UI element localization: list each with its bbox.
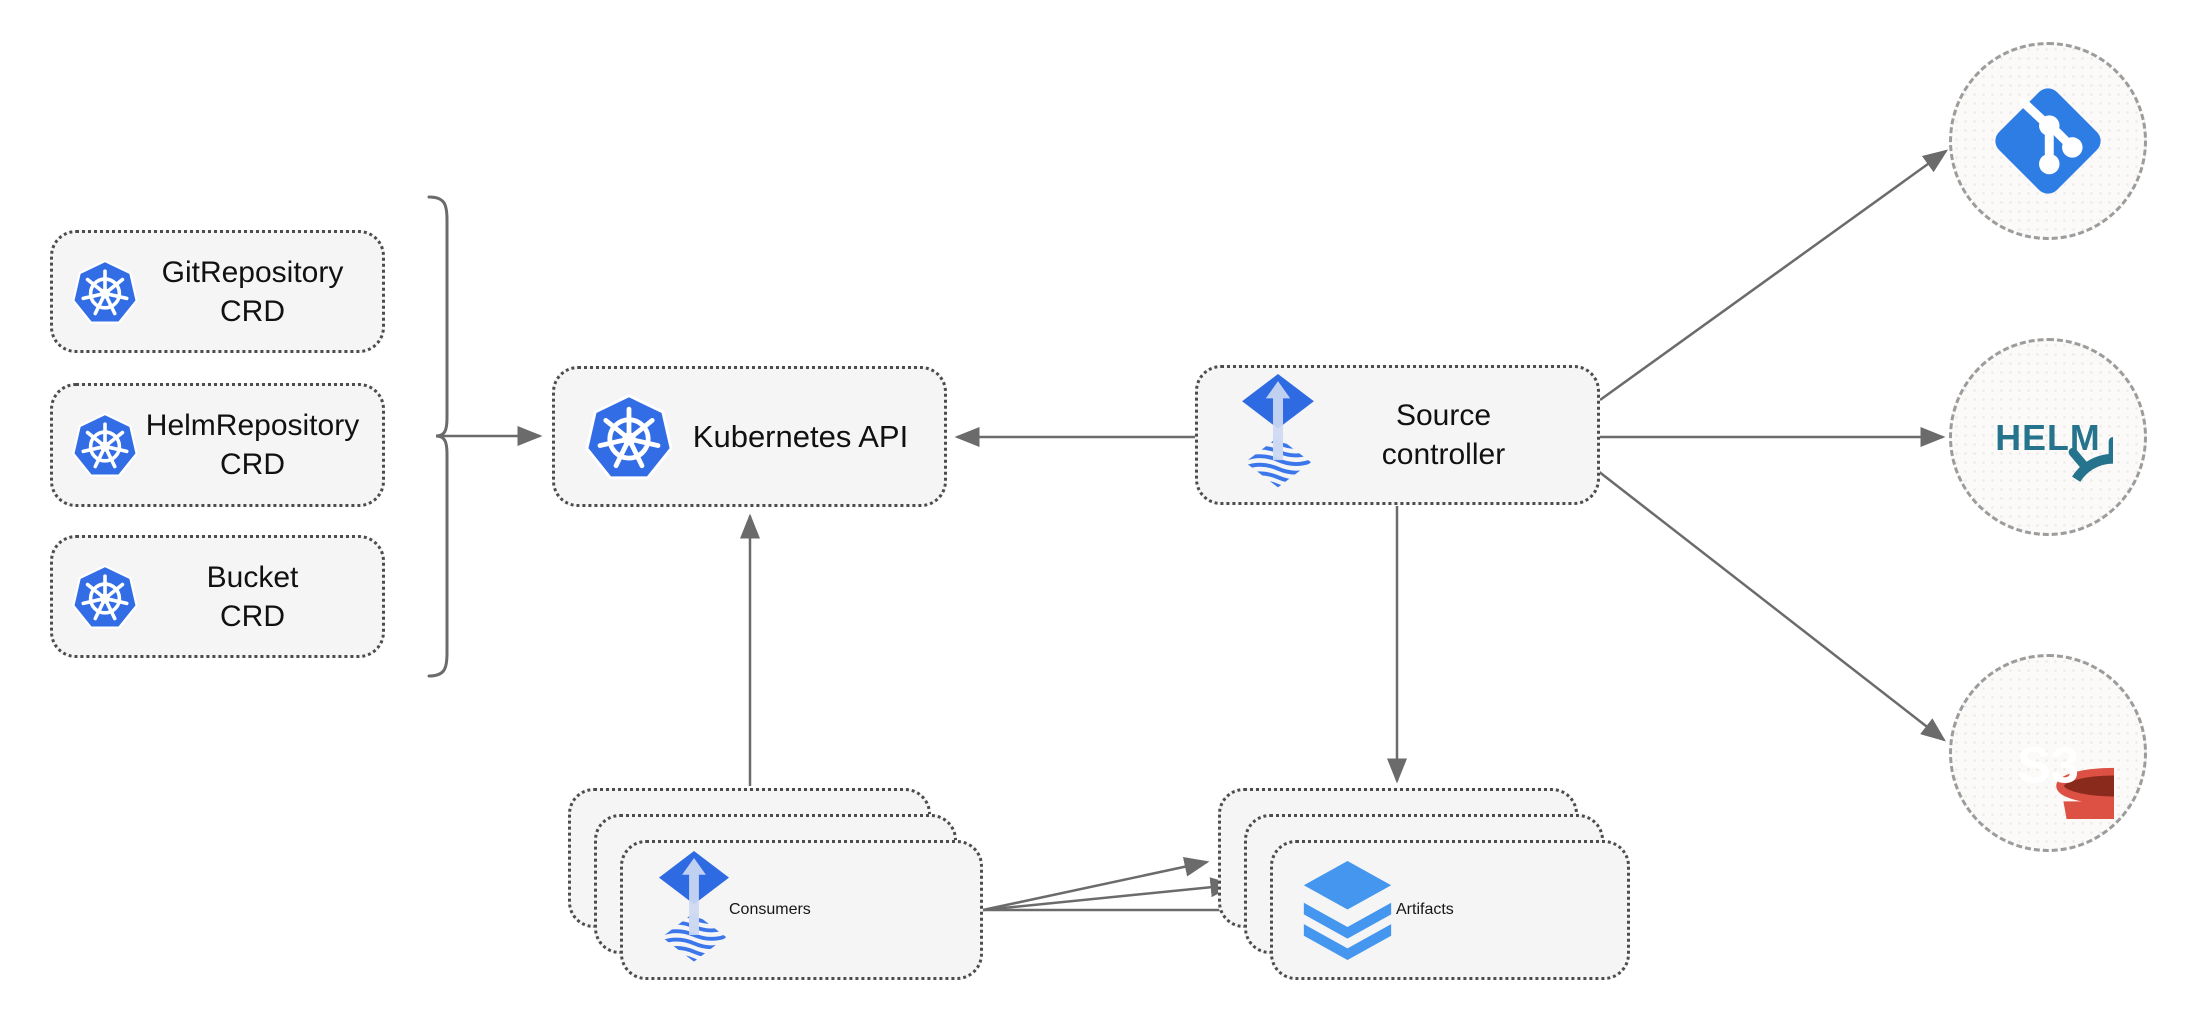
node-consumers: Consumers: [620, 840, 983, 980]
s3-bucket-icon: S3: [2017, 737, 2114, 819]
kubernetes-icon: [69, 561, 141, 633]
arrow-consumers-to-artifacts-1: [982, 856, 1210, 912]
helm-logo-text: HELM: [1995, 418, 2101, 458]
node-label: Kubernetes API: [692, 419, 909, 454]
endpoint-s3: S3: [1949, 654, 2147, 852]
endpoint-git: [1949, 42, 2147, 240]
node-label: HelmRepository CRD: [145, 409, 360, 481]
node-artifacts-stack: Artifacts: [1218, 788, 1630, 980]
node-label: Source controller: [1381, 399, 1506, 471]
arrow-consumers-to-artifacts-2: [982, 877, 1236, 912]
layers-icon: [1299, 856, 1396, 965]
crd-group-bracket: [427, 195, 449, 678]
node-label: Artifacts: [1396, 901, 1454, 918]
node-source-controller: Source controller: [1195, 365, 1600, 505]
node-git-repository-crd: GitRepository CRD: [50, 230, 385, 353]
node-label: Consumers: [729, 901, 811, 918]
node-label: GitRepository CRD: [161, 255, 344, 328]
arrow-source-to-s3: [1597, 470, 1946, 742]
arrow-source-to-git: [1599, 149, 1949, 402]
node-bucket-crd: Bucket CRD: [50, 535, 385, 658]
kubernetes-icon: [69, 256, 141, 328]
node-label: Bucket CRD: [206, 560, 299, 633]
helm-icon: HELM: [1995, 418, 2113, 502]
flux-icon: [659, 851, 729, 970]
node-artifacts: Artifacts: [1270, 840, 1630, 980]
kubernetes-icon: [581, 389, 677, 485]
flux-icon: [1242, 374, 1314, 496]
endpoint-helm: HELM: [1949, 338, 2147, 536]
node-helm-repository-crd: HelmRepository CRD: [50, 383, 385, 507]
kubernetes-icon: [69, 409, 141, 481]
s3-logo-text: S3: [2017, 737, 2079, 794]
node-consumers-stack: Consumers: [568, 788, 983, 980]
node-kubernetes-api: Kubernetes API: [552, 366, 947, 507]
git-icon: [1984, 77, 2112, 205]
